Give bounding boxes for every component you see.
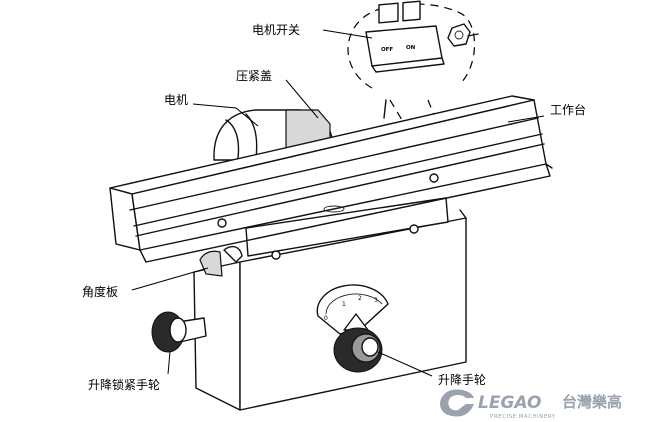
scale-tick-1: 1 xyxy=(342,301,346,308)
label-clamp-cover: 压紧盖 xyxy=(236,69,272,83)
lift-handwheel: 0 1 2 3 xyxy=(316,284,389,373)
worktable xyxy=(109,95,553,263)
off-button: OFF xyxy=(378,2,399,53)
label-lift-handwheel: 升降手轮 xyxy=(438,373,486,387)
label-lift-lock-handwheel: 升降锁紧手轮 xyxy=(88,377,160,392)
label-motor: 电机 xyxy=(164,93,188,107)
scale-tick-0: 0 xyxy=(324,315,328,322)
switch-nut xyxy=(447,23,471,47)
scale-tick-3: 3 xyxy=(374,297,378,304)
leader-lines xyxy=(131,29,545,377)
switch-callout: OFF ON xyxy=(347,0,479,121)
brand-logo: LEGAO 台灣樂高 PRECISE MACHINERY xyxy=(440,389,622,420)
brand-name: LEGAO xyxy=(478,393,541,413)
label-angle-plate: 角度板 xyxy=(82,284,118,299)
brand-subtitle: PRECISE MACHINERY xyxy=(490,414,556,420)
brand-name-chinese: 台灣樂高 xyxy=(562,393,622,411)
on-label: ON xyxy=(406,45,416,51)
scale-tick-2: 2 xyxy=(358,295,362,302)
label-worktable: 工作台 xyxy=(550,102,586,117)
motor xyxy=(213,109,335,161)
scale-dial xyxy=(316,284,389,335)
off-label: OFF xyxy=(381,47,393,53)
lift-lock-handwheel xyxy=(151,311,207,353)
front-plate xyxy=(245,197,449,257)
brand-mark-icon xyxy=(440,389,474,417)
on-button: ON xyxy=(402,0,421,51)
label-motor-switch: 电机开关 xyxy=(252,23,300,37)
angle-plate xyxy=(199,245,243,277)
